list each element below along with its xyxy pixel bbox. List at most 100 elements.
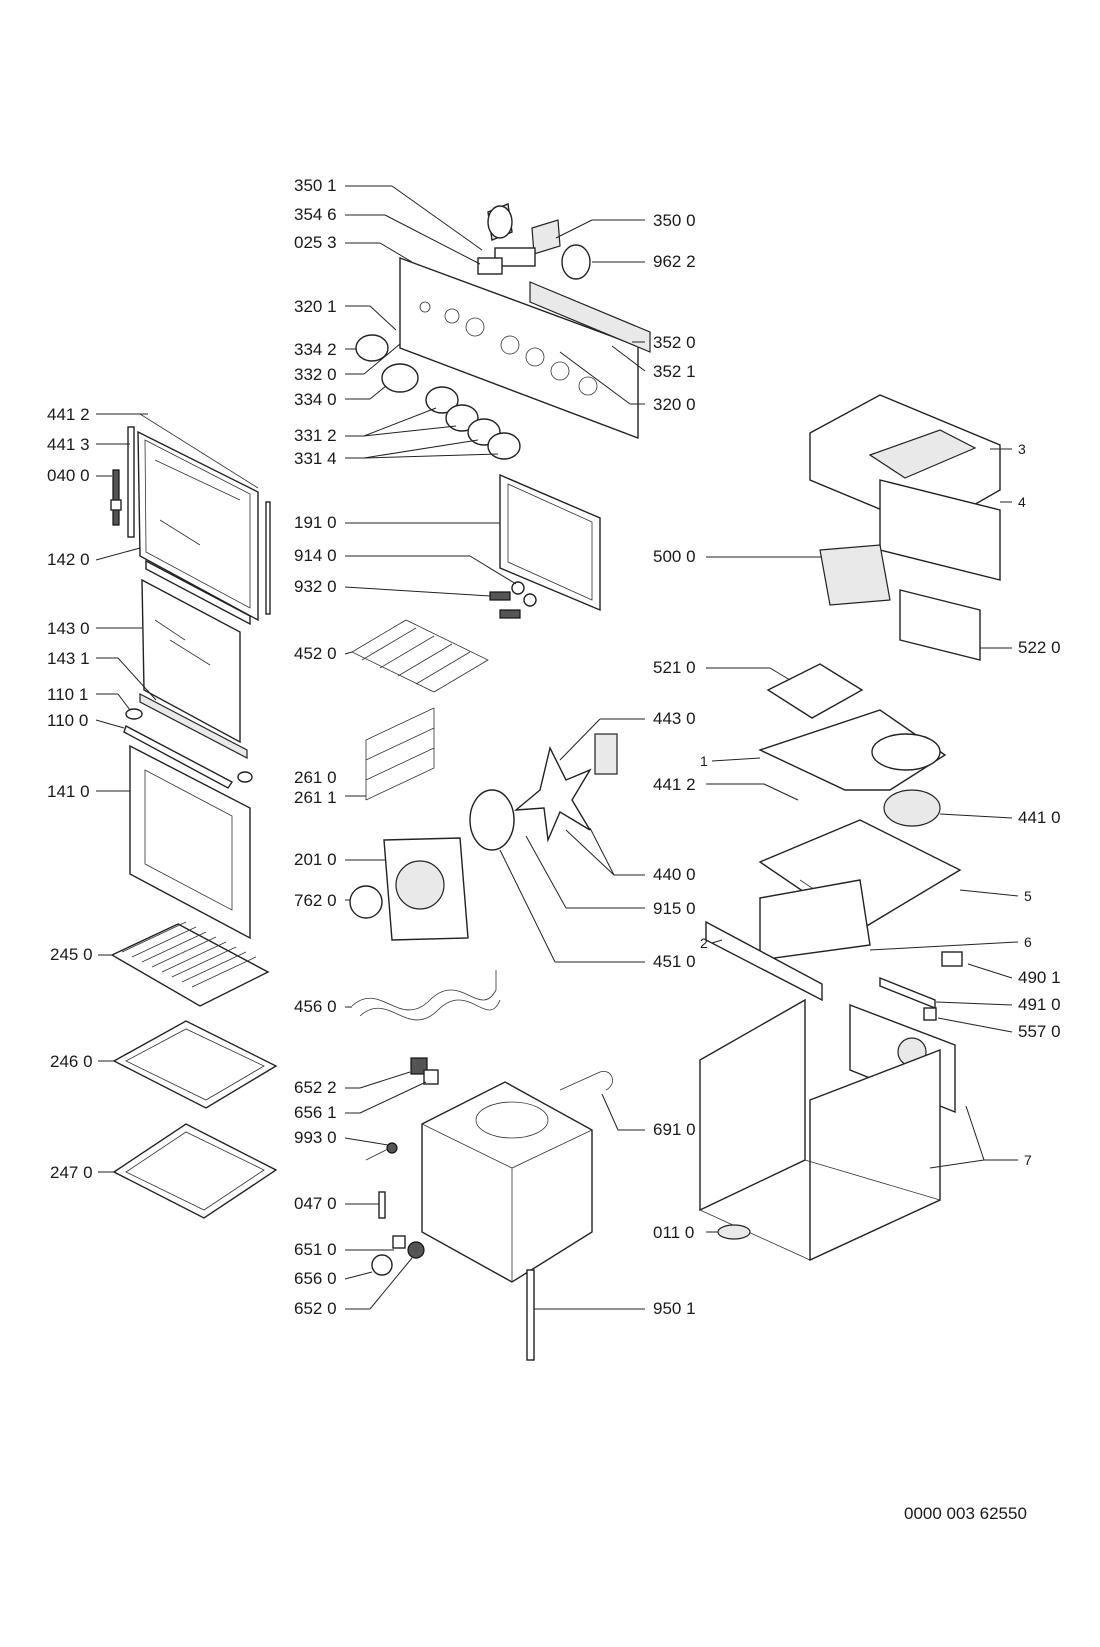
svg-text:500 0: 500 0 bbox=[653, 547, 696, 566]
right-callouts: 3 4 522 0 1 441 0 5 2 6 bbox=[700, 441, 1061, 1169]
center-left-callouts: 350 1 354 6 025 3 320 1 334 2 332 0 bbox=[294, 176, 517, 1318]
callout-6: 6 bbox=[869, 934, 1032, 951]
svg-text:656 0: 656 0 bbox=[294, 1269, 337, 1288]
svg-text:490 1: 490 1 bbox=[1018, 968, 1061, 987]
svg-text:350 0: 350 0 bbox=[653, 211, 696, 230]
svg-text:354 6: 354 6 bbox=[294, 205, 337, 224]
callout-652-0: 652 0 bbox=[294, 1257, 413, 1318]
callout-143-0: 143 0 bbox=[47, 619, 142, 638]
callout-557-0: 557 0 bbox=[937, 1017, 1061, 1041]
svg-text:443 0: 443 0 bbox=[653, 709, 696, 728]
svg-text:522 0: 522 0 bbox=[1018, 638, 1061, 657]
svg-text:914 0: 914 0 bbox=[294, 546, 337, 565]
control-panel-drawing bbox=[349, 203, 651, 1361]
svg-text:191 0: 191 0 bbox=[294, 513, 337, 532]
svg-text:110 1: 110 1 bbox=[47, 685, 88, 704]
svg-text:5: 5 bbox=[1024, 888, 1032, 904]
svg-text:261 0: 261 0 bbox=[294, 768, 337, 787]
svg-text:652 2: 652 2 bbox=[294, 1078, 337, 1097]
callout-443-0: 443 0 bbox=[559, 709, 696, 761]
callout-490-1: 490 1 bbox=[967, 963, 1061, 987]
callout-350-0: 350 0 bbox=[555, 211, 696, 239]
svg-text:334 2: 334 2 bbox=[294, 340, 337, 359]
callout-441-0: 441 0 bbox=[939, 808, 1061, 827]
center-right-callouts: 350 0 962 2 352 0 352 1 320 0 443 0 441 … bbox=[499, 211, 822, 1318]
callout-2: 2 bbox=[700, 935, 723, 951]
svg-text:915 0: 915 0 bbox=[653, 899, 696, 918]
callout-652-2: 652 2 bbox=[294, 1071, 411, 1097]
callout-456-0: 456 0 bbox=[294, 997, 352, 1016]
callout-320-0: 320 0 bbox=[559, 351, 696, 414]
svg-text:011 0: 011 0 bbox=[653, 1223, 694, 1242]
callout-354-6: 354 6 bbox=[294, 205, 481, 265]
svg-text:656 1: 656 1 bbox=[294, 1103, 337, 1122]
callout-141-0: 141 0 bbox=[47, 782, 130, 801]
callout-201-0: 201 0 bbox=[294, 850, 386, 869]
callout-651-0: 651 0 bbox=[294, 1240, 394, 1259]
svg-text:142 0: 142 0 bbox=[47, 550, 90, 569]
callout-950-1: 950 1 bbox=[534, 1299, 696, 1318]
callout-142-0: 142 0 bbox=[47, 547, 141, 569]
svg-text:452 0: 452 0 bbox=[294, 644, 337, 663]
callout-331-2: 331 2 bbox=[294, 407, 457, 445]
svg-text:331 4: 331 4 bbox=[294, 449, 337, 468]
callout-762-0: 762 0 bbox=[294, 891, 350, 910]
svg-text:3: 3 bbox=[1018, 441, 1026, 457]
callout-962-2: 962 2 bbox=[592, 252, 696, 271]
callout-320-1: 320 1 bbox=[294, 297, 397, 331]
callout-047-0: 047 0 bbox=[294, 1194, 379, 1213]
svg-text:4: 4 bbox=[1018, 494, 1026, 510]
svg-text:331 2: 331 2 bbox=[294, 426, 337, 445]
svg-text:440 0: 440 0 bbox=[653, 865, 696, 884]
svg-text:110 0: 110 0 bbox=[47, 711, 88, 730]
callout-143-1: 143 1 bbox=[47, 649, 157, 701]
svg-text:962 2: 962 2 bbox=[653, 252, 696, 271]
svg-text:2: 2 bbox=[700, 935, 708, 951]
callout-7: 7 bbox=[929, 1105, 1032, 1169]
svg-text:334 0: 334 0 bbox=[294, 390, 337, 409]
callout-691-0: 691 0 bbox=[601, 1093, 696, 1139]
callout-040-0: 040 0 bbox=[47, 466, 112, 485]
svg-text:441 2: 441 2 bbox=[47, 405, 90, 424]
svg-text:691 0: 691 0 bbox=[653, 1120, 696, 1139]
callout-993-0: 993 0 bbox=[294, 1128, 389, 1147]
callout-3: 3 bbox=[990, 441, 1026, 457]
svg-text:950 1: 950 1 bbox=[653, 1299, 696, 1318]
svg-text:320 0: 320 0 bbox=[653, 395, 696, 414]
svg-text:246 0: 246 0 bbox=[50, 1052, 93, 1071]
callout-452-0: 452 0 bbox=[294, 644, 353, 663]
svg-text:143 1: 143 1 bbox=[47, 649, 90, 668]
callout-656-0: 656 0 bbox=[294, 1269, 373, 1288]
callout-246-0: 246 0 bbox=[50, 1052, 114, 1071]
callout-440-0: 440 0 bbox=[565, 827, 696, 884]
left-callouts: 441 2 441 3 040 0 142 0 143 0 143 1 110 … bbox=[47, 405, 157, 1182]
callout-932-0: 932 0 bbox=[294, 577, 491, 597]
callout-110-0: 110 0 bbox=[47, 711, 125, 730]
svg-text:451 0: 451 0 bbox=[653, 952, 696, 971]
callout-331-4: 331 4 bbox=[294, 439, 499, 468]
housing-and-electronics-drawing bbox=[699, 394, 1001, 1262]
svg-text:441 0: 441 0 bbox=[1018, 808, 1061, 827]
svg-text:350 1: 350 1 bbox=[294, 176, 337, 195]
svg-text:040 0: 040 0 bbox=[47, 466, 90, 485]
callout-4: 4 bbox=[1000, 494, 1026, 510]
callout-334-2: 334 2 bbox=[294, 340, 356, 359]
callout-521-0: 521 0 bbox=[653, 658, 791, 681]
document-number: 0000 003 62550 bbox=[904, 1504, 1027, 1523]
callout-914-0: 914 0 bbox=[294, 546, 517, 585]
callout-5: 5 bbox=[959, 888, 1032, 904]
svg-text:6: 6 bbox=[1024, 934, 1032, 950]
svg-text:047 0: 047 0 bbox=[294, 1194, 337, 1213]
svg-text:652 0: 652 0 bbox=[294, 1299, 337, 1318]
callout-247-0: 247 0 bbox=[50, 1163, 114, 1182]
svg-text:143 0: 143 0 bbox=[47, 619, 90, 638]
callout-261-1: 261 1 bbox=[294, 788, 366, 807]
svg-text:557 0: 557 0 bbox=[1018, 1022, 1061, 1041]
svg-text:993 0: 993 0 bbox=[294, 1128, 337, 1147]
svg-text:320 1: 320 1 bbox=[294, 297, 337, 316]
callout-491-0: 491 0 bbox=[935, 995, 1061, 1014]
door-assembly-drawing bbox=[110, 413, 278, 1219]
svg-text:456 0: 456 0 bbox=[294, 997, 337, 1016]
svg-text:025 3: 025 3 bbox=[294, 233, 337, 252]
